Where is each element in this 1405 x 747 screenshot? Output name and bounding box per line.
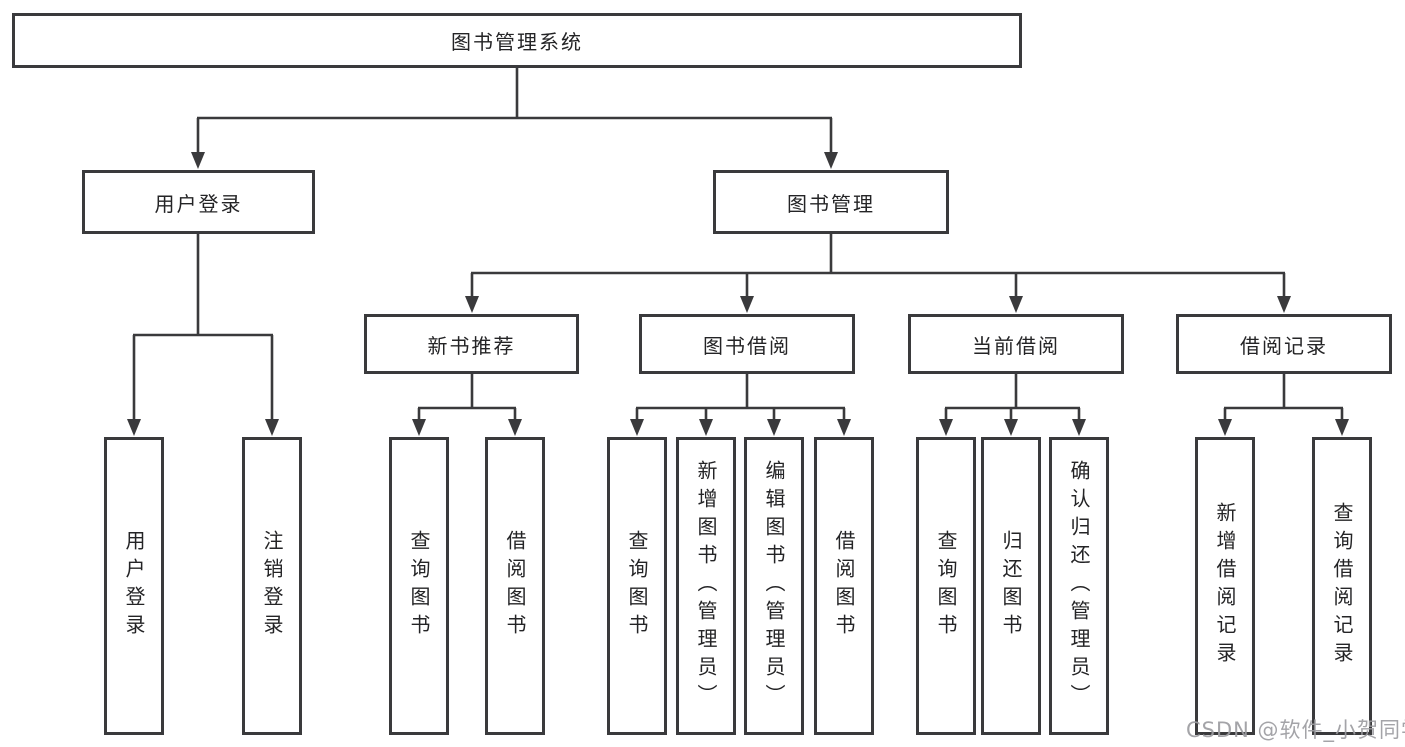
leaf-query-borrow-record: 查询借阅记录 — [1312, 437, 1372, 735]
node-user-login: 用户登录 — [82, 170, 315, 234]
leaf-logout: 注销登录 — [242, 437, 302, 735]
leaf-borrow-books-recommend: 借阅图书 — [485, 437, 545, 735]
node-book-management: 图书管理 — [713, 170, 949, 234]
leaf-user-login: 用户登录 — [104, 437, 164, 735]
node-new-book-recommend: 新书推荐 — [364, 314, 579, 374]
node-current-borrow: 当前借阅 — [908, 314, 1124, 374]
node-library-system: 图书管理系统 — [12, 13, 1022, 68]
node-borrow-records: 借阅记录 — [1176, 314, 1392, 374]
leaf-query-books-current: 查询图书 — [916, 437, 976, 735]
leaf-confirm-return-admin: 确认归还（管理员） — [1049, 437, 1109, 735]
node-book-borrow: 图书借阅 — [639, 314, 855, 374]
leaf-borrow-books: 借阅图书 — [814, 437, 874, 735]
leaf-query-books-borrow: 查询图书 — [607, 437, 667, 735]
leaf-add-borrow-record: 新增借阅记录 — [1195, 437, 1255, 735]
watermark: CSDN @软件_小贺同学 — [1186, 718, 1405, 742]
leaf-edit-books-admin: 编辑图书（管理员） — [744, 437, 804, 735]
leaf-add-books-admin: 新增图书（管理员） — [676, 437, 736, 735]
leaf-return-books: 归还图书 — [981, 437, 1041, 735]
leaf-query-books-recommend: 查询图书 — [389, 437, 449, 735]
